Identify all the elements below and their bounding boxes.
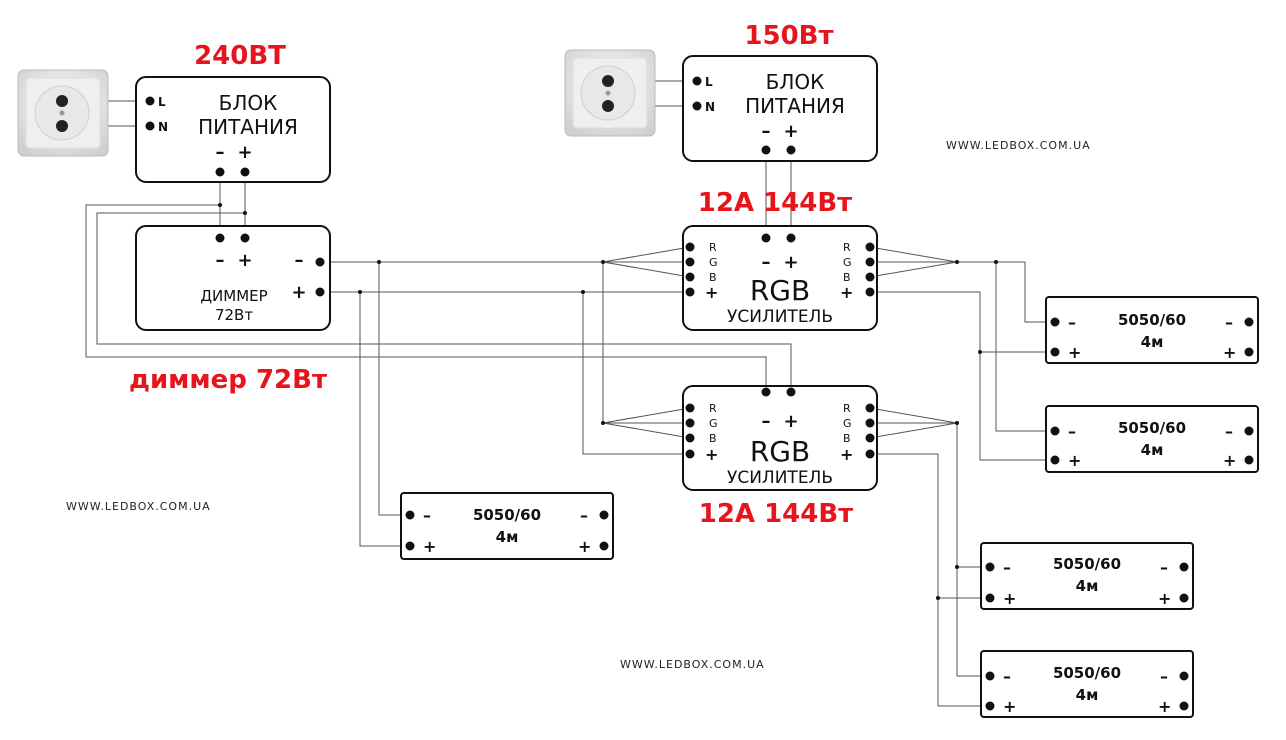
strip-r2-length: 4м: [1141, 441, 1164, 459]
strip-r1-minus-r: –: [1225, 313, 1233, 332]
strip-left-minus-l: –: [423, 506, 431, 525]
amp2-in-b: B: [709, 432, 717, 445]
strip-r1-minus-l: –: [1068, 313, 1076, 332]
watermark-top-right: WWW.LEDBOX.COM.UA: [946, 139, 1091, 152]
psu1-title-line2: ПИТАНИЯ: [198, 115, 298, 139]
dimmer-in-minus: –: [216, 250, 225, 271]
psu2-title-line1: БЛОК: [766, 70, 825, 94]
strip-left-plus-l: +: [423, 537, 436, 556]
strip-r3-model: 5050/60: [1053, 555, 1121, 573]
wall-socket-1: [17, 69, 109, 157]
psu1-pin-l: L: [158, 95, 166, 109]
power-supply-2: L N БЛОК ПИТАНИЯ – +: [682, 55, 878, 162]
psu1-title-line1: БЛОК: [219, 91, 278, 115]
amp1-pwr-plus: +: [783, 252, 798, 273]
strip-r2-minus-l: –: [1068, 422, 1076, 441]
strip-left-length: 4м: [496, 528, 519, 546]
amp1-in-plus: +: [705, 283, 718, 302]
strip-r3-minus-l: –: [1003, 558, 1011, 577]
strip-r1-length: 4м: [1141, 333, 1164, 351]
dimmer-out-minus: –: [295, 250, 304, 271]
amp2-pwr-plus: +: [783, 411, 798, 432]
dimmer-module: – + – + ДИММЕР 72Вт: [135, 225, 331, 331]
dimmer-title: ДИММЕР: [200, 287, 267, 305]
strip-r4-model: 5050/60: [1053, 664, 1121, 682]
strip-r4-plus-r: +: [1158, 697, 1171, 716]
led-strip-right-4: – + – + 5050/60 4м: [980, 650, 1194, 718]
strip-r4-minus-l: –: [1003, 667, 1011, 686]
power-supply-1: L N БЛОК ПИТАНИЯ – +: [135, 76, 331, 183]
psu2-minus: –: [762, 121, 771, 142]
amp2-pwr-minus: –: [762, 411, 771, 432]
amp2-out-b: B: [843, 432, 851, 445]
strip-r4-minus-r: –: [1160, 667, 1168, 686]
psu1-minus: –: [216, 142, 225, 163]
amp2-rating-label: 12А 144Вт: [699, 499, 854, 529]
amp2-title: RGB: [750, 435, 810, 468]
amp1-in-r: R: [709, 241, 717, 254]
amp2-in-r: R: [709, 402, 717, 415]
strip-r3-plus-l: +: [1003, 589, 1016, 608]
watermark-left: WWW.LEDBOX.COM.UA: [66, 500, 211, 513]
dimmer-rating-label: диммер 72Вт: [129, 365, 327, 395]
strip-r3-length: 4м: [1076, 577, 1099, 595]
wall-socket-2: [564, 49, 656, 137]
amp1-subtitle: УСИЛИТЕЛЬ: [727, 307, 833, 327]
strip-r1-plus-l: +: [1068, 343, 1081, 362]
amp1-out-plus: +: [840, 283, 853, 302]
psu1-power-label: 240ВТ: [194, 41, 286, 71]
amp1-title: RGB: [750, 274, 810, 307]
amp1-rating-label: 12А 144Вт: [698, 188, 853, 218]
psu2-plus: +: [783, 121, 798, 142]
amp1-pwr-minus: –: [762, 252, 771, 273]
amp1-in-b: B: [709, 271, 717, 284]
psu2-pin-n: N: [705, 100, 715, 114]
amp1-out-r: R: [843, 241, 851, 254]
led-strip-right-1: – + – + 5050/60 4м: [1045, 296, 1259, 364]
strip-r1-plus-r: +: [1223, 343, 1236, 362]
strip-r3-minus-r: –: [1160, 558, 1168, 577]
strip-r3-plus-r: +: [1158, 589, 1171, 608]
strip-r2-plus-l: +: [1068, 451, 1081, 470]
rgb-amplifier-2: R G B + R G B + – + RGB УСИЛИТЕЛЬ: [682, 385, 878, 491]
strip-r1-model: 5050/60: [1118, 311, 1186, 329]
led-strip-right-3: – + – + 5050/60 4м: [980, 542, 1194, 610]
dimmer-in-plus: +: [237, 250, 252, 271]
strip-r2-plus-r: +: [1223, 451, 1236, 470]
amp2-subtitle: УСИЛИТЕЛЬ: [727, 468, 833, 488]
led-strip-left: – + – + 5050/60 4м: [400, 492, 614, 560]
strip-r4-length: 4м: [1076, 686, 1099, 704]
psu2-title-line2: ПИТАНИЯ: [745, 94, 845, 118]
psu1-plus: +: [237, 142, 252, 163]
amp2-out-g: G: [843, 417, 852, 430]
strip-left-model: 5050/60: [473, 506, 541, 524]
strip-r2-minus-r: –: [1225, 422, 1233, 441]
amp1-out-g: G: [843, 256, 852, 269]
amp1-out-b: B: [843, 271, 851, 284]
amp2-in-plus: +: [705, 445, 718, 464]
dimmer-subtitle: 72Вт: [215, 306, 253, 324]
amp2-in-g: G: [709, 417, 718, 430]
psu2-pin-l: L: [705, 75, 713, 89]
strip-left-plus-r: +: [578, 537, 591, 556]
strip-left-minus-r: –: [580, 506, 588, 525]
amp2-out-r: R: [843, 402, 851, 415]
led-strip-right-2: – + – + 5050/60 4м: [1045, 405, 1259, 473]
psu1-pin-n: N: [158, 120, 168, 134]
strip-r2-model: 5050/60: [1118, 419, 1186, 437]
strip-r4-plus-l: +: [1003, 697, 1016, 716]
psu2-power-label: 150Вт: [744, 21, 833, 51]
watermark-bottom: WWW.LEDBOX.COM.UA: [620, 658, 765, 671]
amp1-in-g: G: [709, 256, 718, 269]
amp2-out-plus: +: [840, 445, 853, 464]
rgb-amplifier-1: R G B + R G B + – + RGB УСИЛИТЕЛЬ: [682, 225, 878, 331]
dimmer-out-plus: +: [291, 282, 306, 303]
